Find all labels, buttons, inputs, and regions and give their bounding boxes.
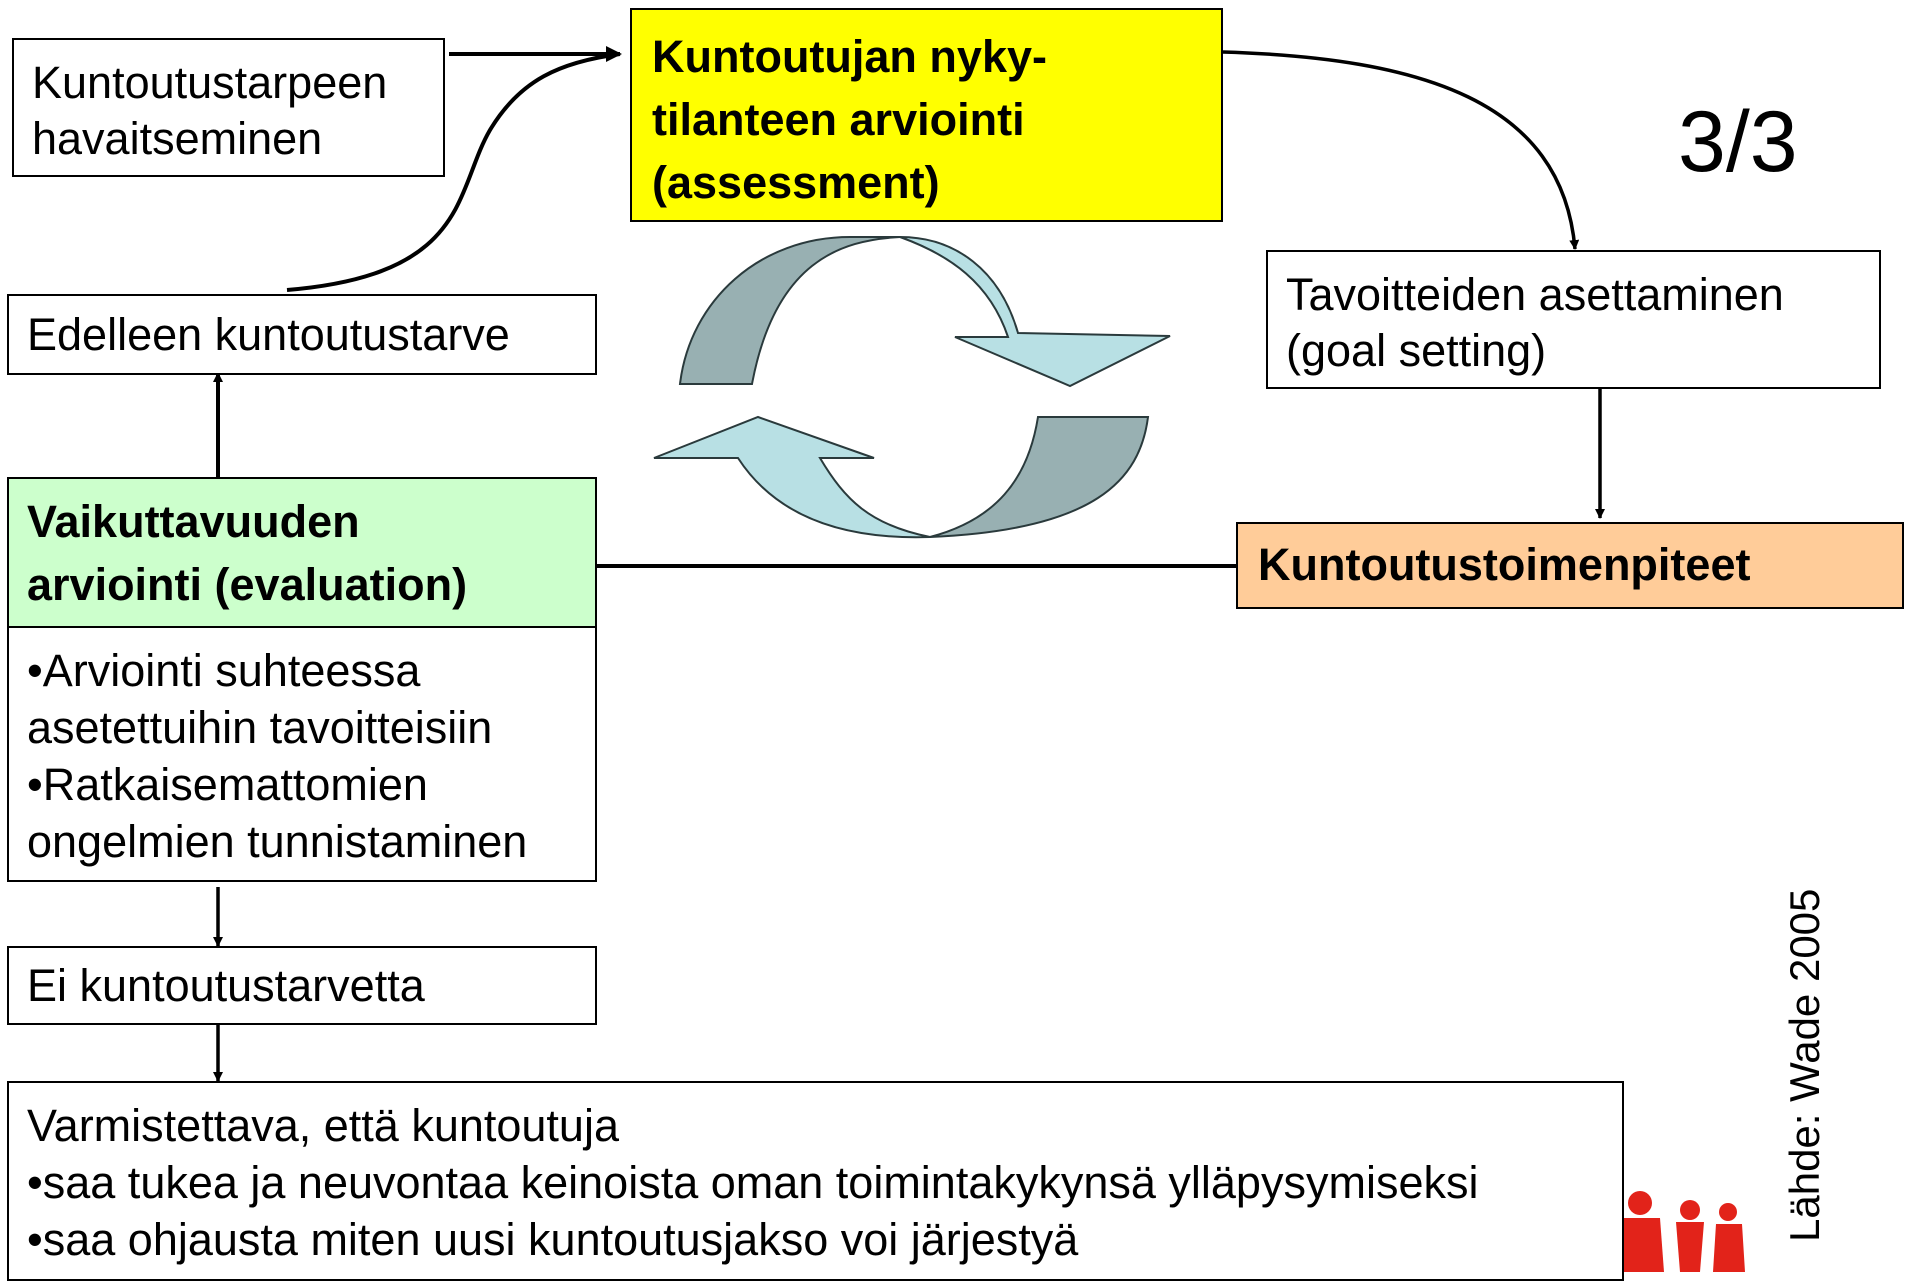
- goal-setting-line-1: Tavoitteiden asettaminen: [1286, 269, 1784, 320]
- goal-setting-line-2: (goal setting): [1286, 325, 1547, 376]
- evaluation-line-1: Vaikuttavuuden: [27, 496, 360, 547]
- followup-line-3: •saa ohjausta miten uusi kuntoutusjakso …: [27, 1214, 1079, 1265]
- evaluation-detail-3: •Ratkaisemattomien: [27, 759, 428, 810]
- cycle-top-arrow-dark: [678, 236, 901, 385]
- goal-setting-box: Tavoitteiden asettaminen (goal setting): [1266, 250, 1881, 389]
- no-need-box: Ei kuntoutustarvetta: [7, 946, 597, 1025]
- evaluation-details-box: •Arviointi suhteessa asetettuihin tavoit…: [7, 626, 597, 882]
- arrow-assessment-to-goals: [1222, 50, 1580, 250]
- arrow-continued-to-assessment: [286, 52, 621, 292]
- followup-line-1: Varmistettava, että kuntoutuja: [27, 1100, 619, 1151]
- cycle-bottom-arrow-light: [653, 415, 931, 539]
- source-citation: Lähde: Wade 2005: [1781, 888, 1828, 1242]
- need-detection-line-1: Kuntoutustarpeen: [32, 57, 388, 108]
- evaluation-detail-4: ongelmien tunnistaminen: [27, 816, 528, 867]
- followup-line-2: •saa tukea ja neuvontaa keinoista oman t…: [27, 1157, 1479, 1208]
- evaluation-detail-1: •Arviointi suhteessa: [27, 645, 421, 696]
- need-detection-box: Kuntoutustarpeen havaitseminen: [12, 38, 445, 177]
- no-need-label: Ei kuntoutustarvetta: [27, 960, 425, 1011]
- interventions-box: Kuntoutustoimenpiteet: [1236, 522, 1904, 609]
- assessment-line-2: tilanteen arviointi: [652, 94, 1025, 145]
- assessment-line-3: (assessment): [652, 157, 940, 208]
- assessment-line-1: Kuntoutujan nyky-: [652, 31, 1047, 82]
- interventions-label: Kuntoutustoimenpiteet: [1258, 539, 1751, 590]
- cycle-arrows-icon: [653, 236, 1171, 539]
- cycle-bottom-arrow-dark: [929, 416, 1150, 538]
- continued-need-label: Edelleen kuntoutustarve: [27, 309, 510, 360]
- evaluation-line-2: arviointi (evaluation): [27, 559, 468, 610]
- slide-number: 3/3: [1678, 94, 1798, 190]
- evaluation-box: Vaikuttavuuden arviointi (evaluation): [7, 477, 597, 628]
- continued-need-box: Edelleen kuntoutustarve: [7, 294, 597, 375]
- evaluation-detail-2: asetettuihin tavoitteisiin: [27, 702, 493, 753]
- assessment-box: Kuntoutujan nyky- tilanteen arviointi (a…: [630, 8, 1223, 222]
- followup-box: Varmistettava, että kuntoutuja •saa tuke…: [7, 1081, 1624, 1281]
- need-detection-line-2: havaitseminen: [32, 113, 323, 164]
- cycle-top-arrow-light: [899, 236, 1171, 388]
